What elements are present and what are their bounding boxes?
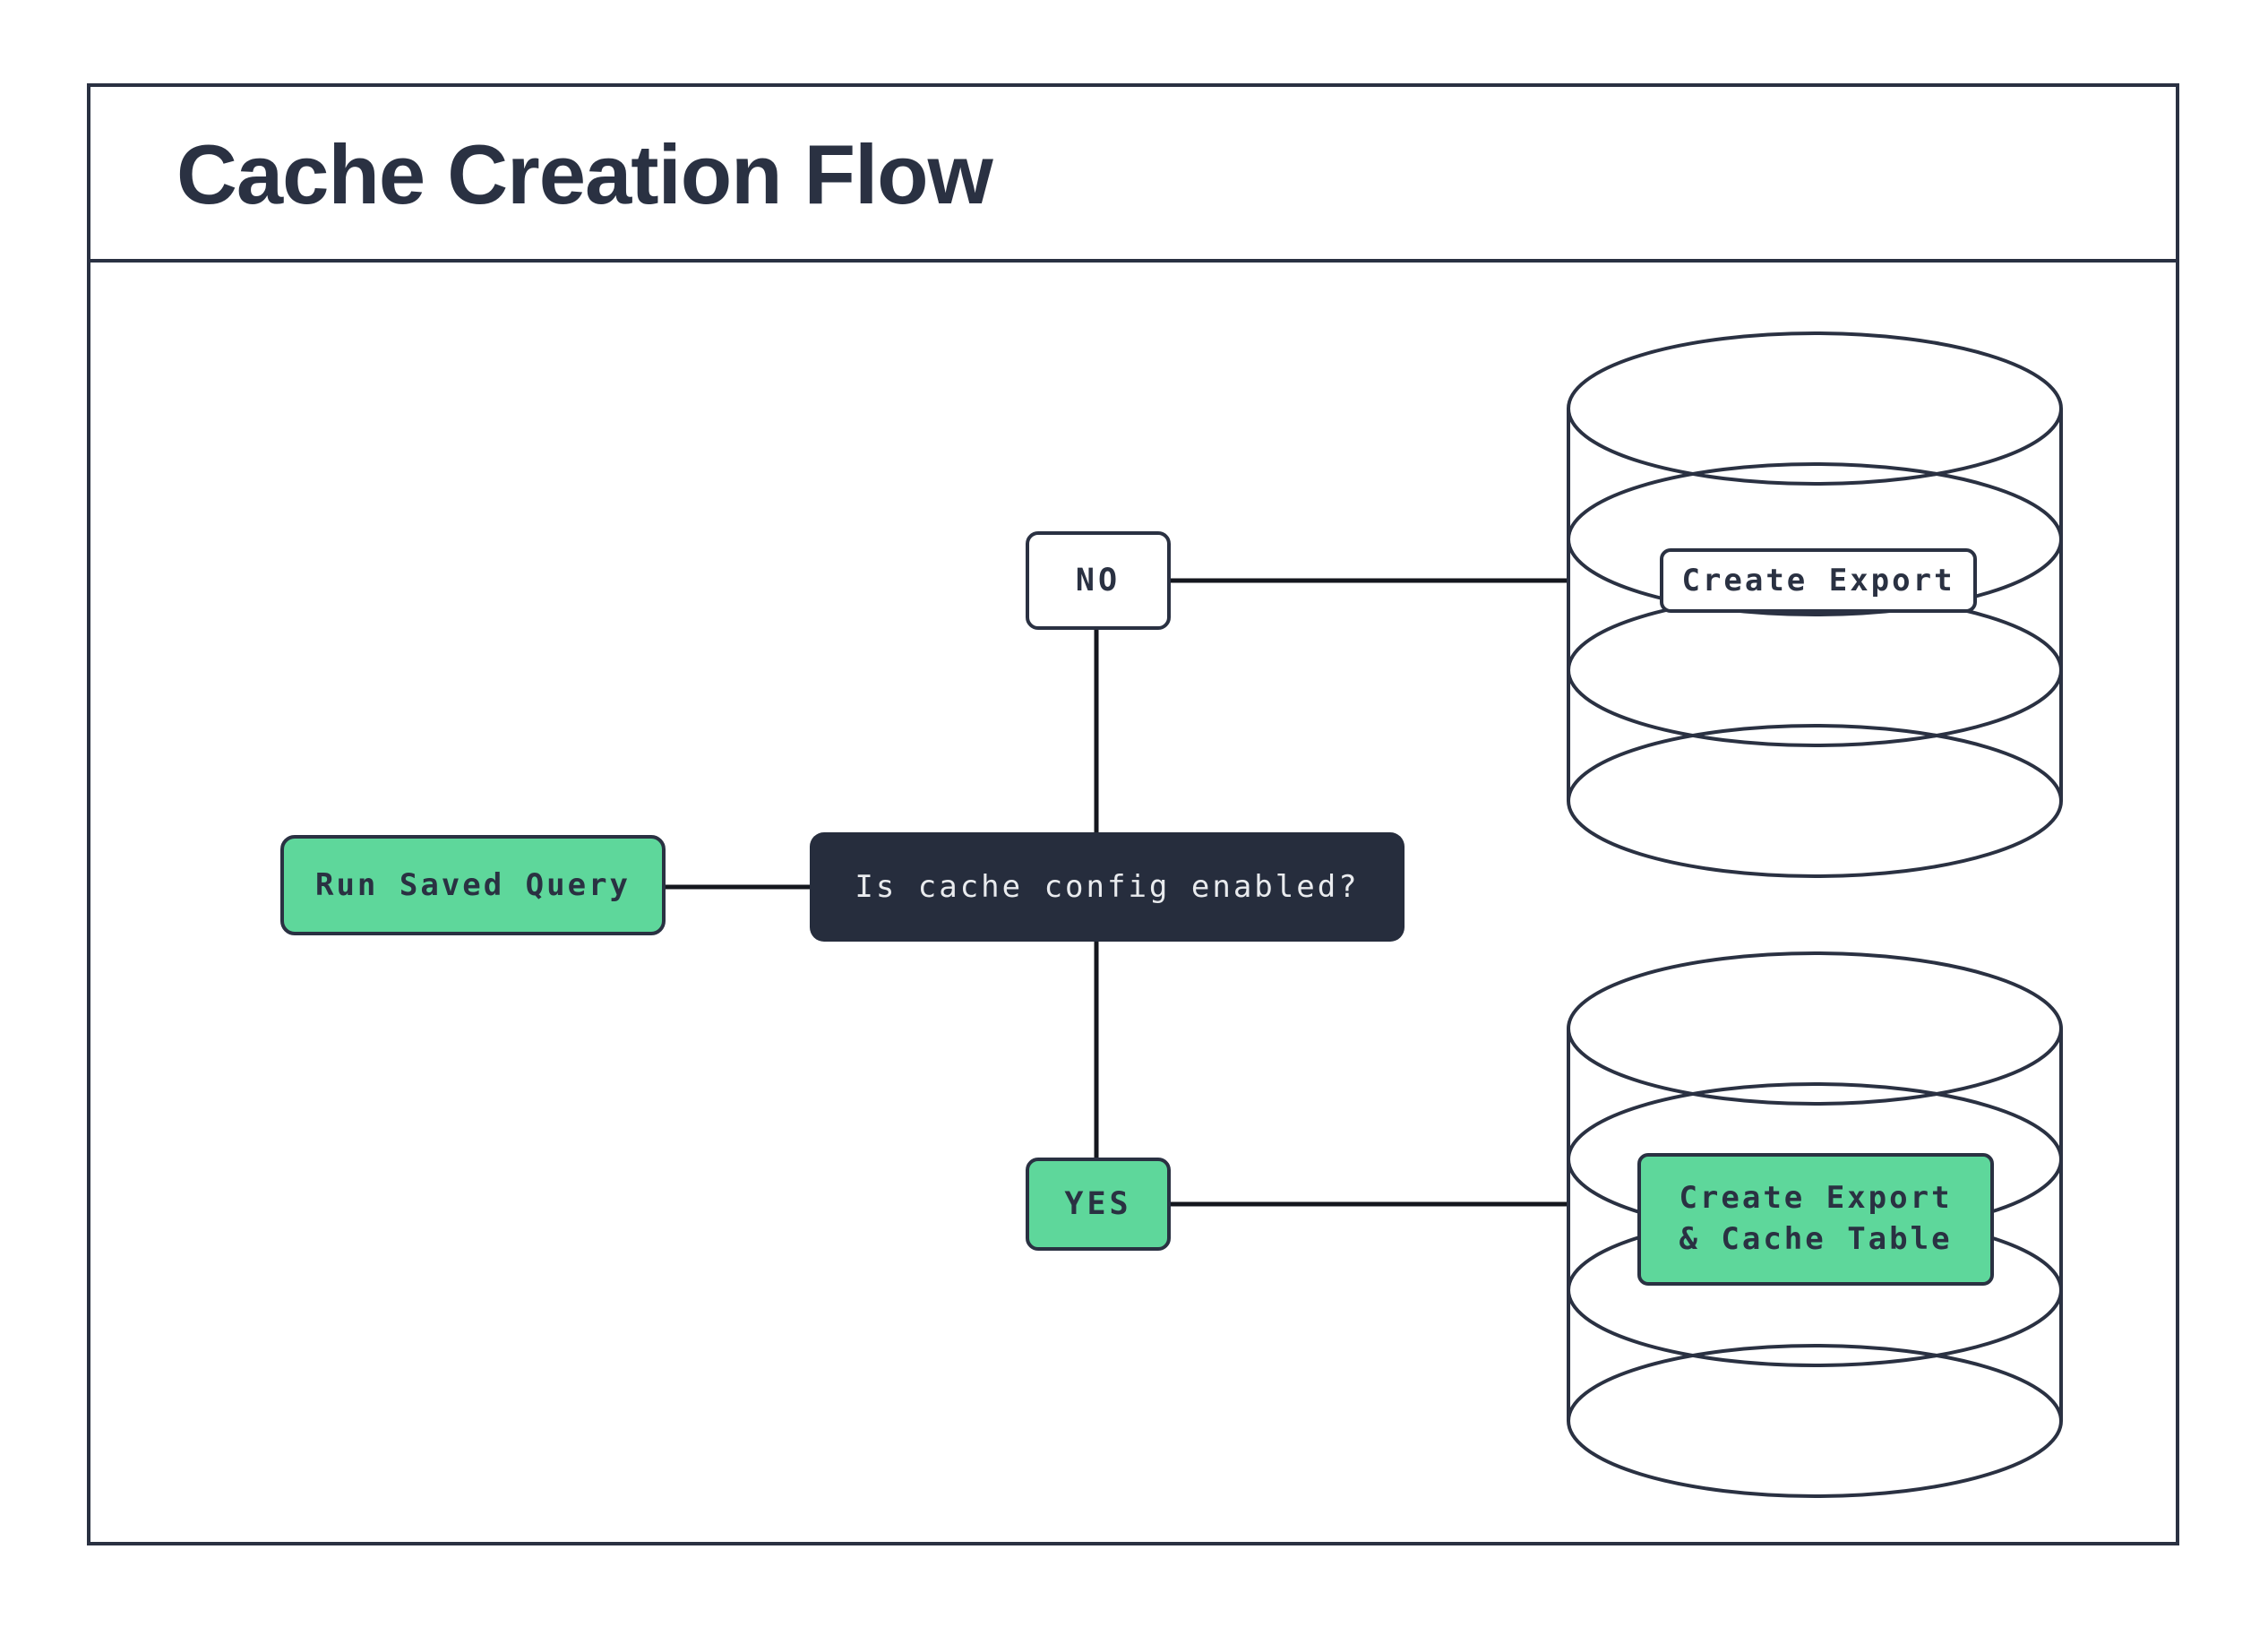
node-create-export: Create Export xyxy=(1660,548,1977,613)
database-disk-ellipse xyxy=(1567,462,2063,616)
node-create-export-cache-table: Create Export & Cache Table xyxy=(1637,1153,1994,1286)
database-disk-ellipse xyxy=(1567,951,2063,1106)
database-disk-ellipse xyxy=(1567,331,2063,486)
diagram-frame: Cache Creation Flow xyxy=(87,83,2179,1545)
database-disk-ellipse xyxy=(1567,1344,2063,1498)
database-disk-ellipse xyxy=(1567,593,2063,747)
node-run-saved-query: Run Saved Query xyxy=(280,835,666,935)
cache-label-line-2: & Cache Table xyxy=(1679,1221,1953,1257)
cache-label-line-1: Create Export xyxy=(1679,1180,1953,1217)
branch-no-label: NO xyxy=(1026,531,1171,630)
branch-yes-label: YES xyxy=(1026,1158,1171,1251)
node-cache-config-question: Is cache config enabled? xyxy=(810,832,1405,942)
page-title: Cache Creation Flow xyxy=(176,127,993,221)
database-disk-ellipse xyxy=(1567,724,2063,878)
diagram-header: Cache Creation Flow xyxy=(90,87,2176,263)
